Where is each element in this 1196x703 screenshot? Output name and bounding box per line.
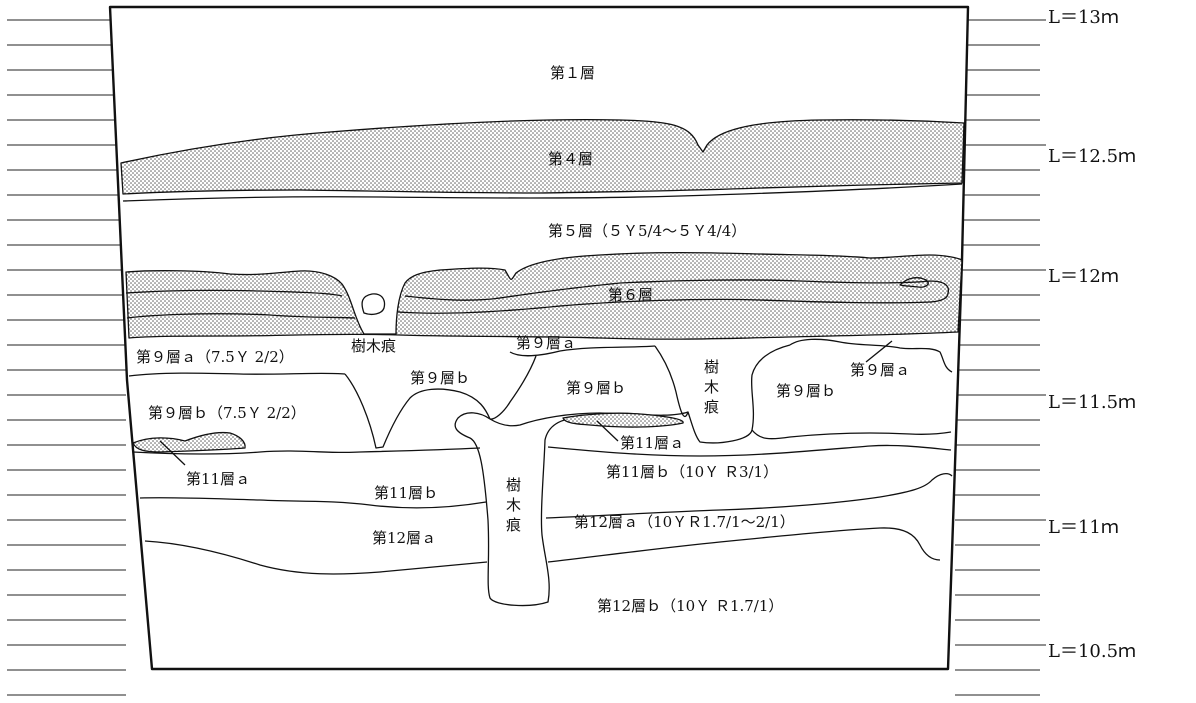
label-tree-trace-right-2: 木 [704, 378, 719, 396]
label-tree-trace-right-3: 痕 [704, 398, 719, 416]
label-layer12a-left: 第12層ａ [372, 529, 436, 547]
tree-trace-right-outline [654, 344, 791, 444]
layer9a-right-arrow [865, 340, 893, 363]
layer9a-right-boundary [789, 338, 953, 373]
layer12a-lower-line-left [144, 540, 488, 575]
layer11a-center-lens [562, 412, 684, 428]
layer9b-small-outline [489, 355, 537, 420]
layer11a-center-arrow [596, 420, 619, 442]
layer11b-lower-line-left [139, 497, 487, 509]
label-layer12b: 第12層ｂ（10Ｙ Ｒ1.7/1） [597, 597, 783, 615]
label-layer9b-center: 第９層ｂ [566, 379, 626, 397]
label-tree-trace-bottom-2: 木 [506, 496, 521, 514]
label-layer11b-left: 第11層ｂ [374, 484, 438, 502]
label-tree-trace-left: 樹木痕 [351, 337, 396, 355]
label-layer11a-left: 第11層ａ [186, 470, 250, 488]
layer11-upper-line [132, 447, 481, 455]
layer6-hole [361, 293, 386, 315]
elevation-label-12m: L＝12ｍ [1048, 266, 1119, 287]
elevation-label-11-5m: L＝11.5ｍ [1048, 392, 1136, 413]
label-layer4: 第４層 [548, 150, 593, 168]
layer6-inner-line-3 [404, 279, 950, 301]
label-tree-trace-bottom-1: 樹 [506, 476, 521, 494]
label-layer5: 第５層（５Ｙ5/4～５Ｙ4/4） [548, 222, 746, 240]
elevation-label-11m: L＝11ｍ [1048, 517, 1119, 538]
tree-trace-left-outline [344, 373, 491, 449]
label-tree-trace-right-1: 樹 [704, 358, 719, 376]
label-layer9b-left: 第９層ｂ（7.5Ｙ 2/2） [148, 404, 306, 422]
layer9b-right-lower [751, 429, 952, 440]
layer11b-lower-line-right [545, 473, 953, 519]
layer4-band [120, 118, 965, 195]
label-layer12a-right: 第12層ａ（10ＹＲ1.7/1～2/1） [574, 513, 795, 531]
layer11-upper-line-right [547, 444, 952, 457]
label-layer1: 第１層 [550, 64, 595, 82]
elevation-label-13m: L＝13ｍ [1048, 7, 1119, 28]
layer6-inner-line-1 [125, 289, 343, 297]
label-layer9a-left: 第９層ａ（7.5Ｙ 2/2） [136, 348, 294, 366]
layer6-inner-line-5 [899, 277, 929, 288]
label-layer11a-center: 第11層ａ [620, 434, 684, 452]
label-layer9b-right: 第９層ｂ [776, 382, 836, 400]
label-tree-trace-bottom-3: 痕 [506, 516, 521, 534]
elevation-label-12-5m: L＝12.5ｍ [1048, 146, 1136, 167]
elevation-label-10-5m: L＝10.5ｍ [1048, 641, 1136, 662]
label-layer9b-small: 第９層ｂ [410, 369, 470, 387]
layer12a-lower-line-right [547, 527, 941, 563]
elevation-hatch-right [955, 19, 1046, 696]
layer11a-left-lens [132, 431, 246, 453]
layer6-inner-line-2 [126, 313, 356, 319]
layer4-lower-line [122, 183, 963, 202]
label-layer11b-right: 第11層ｂ（10Ｙ Ｒ3/1） [606, 463, 778, 481]
layer6-inner-line-4 [397, 292, 949, 314]
tree-trace-center-outline [454, 412, 581, 607]
elevation-hatch-left [7, 19, 126, 696]
layer9a-center-lower [509, 345, 656, 357]
layer9a-lower-left [128, 372, 346, 377]
label-layer9a-center: 第９層ａ [516, 334, 576, 352]
label-layer9a-right: 第９層ａ [850, 361, 910, 379]
label-layer6: 第６層 [608, 286, 653, 304]
